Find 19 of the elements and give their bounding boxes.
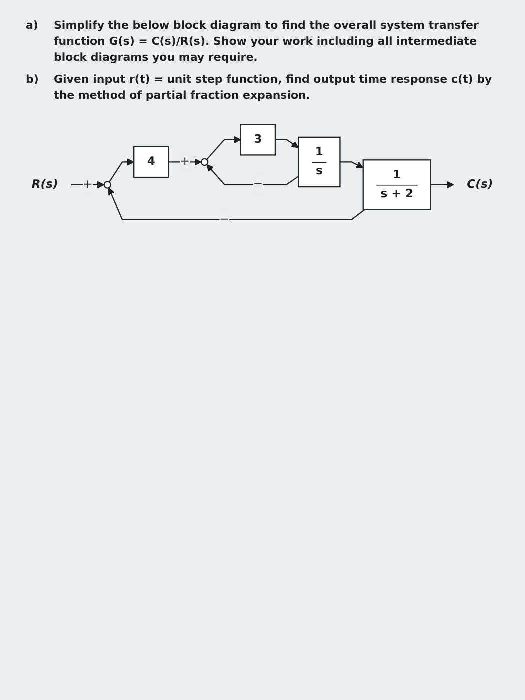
signal-arrow (206, 164, 299, 185)
question-text: Simplify the below block diagram to find the overall system transfer function G(s) = C(s)/R(s). Show your work including all intermediate block diagrams you may require. (54, 18, 480, 66)
signal-arrow (108, 187, 366, 220)
transfer-function-block: 1 s (298, 136, 341, 188)
question-text: Given input r(t) = unit step function, find output time response c(t) by the method of partial fraction expansion. (54, 72, 494, 104)
signal-arrow (430, 181, 454, 188)
part-letter: b) (26, 72, 40, 88)
signal-arrow (206, 136, 242, 160)
input-signal-label: R(s) (32, 178, 58, 191)
gain-block: 3 (240, 124, 276, 156)
part-letter: a) (26, 18, 40, 34)
summing-junction (104, 180, 112, 189)
output-signal-label: C(s) (467, 178, 494, 191)
signal-arrow (275, 139, 299, 148)
signal-arrow (108, 158, 134, 182)
summing-junction (200, 158, 209, 166)
signal-arrow (340, 161, 364, 168)
gain-block: 4 (134, 146, 170, 178)
transfer-function-block: 1 s + 2 (362, 159, 432, 210)
